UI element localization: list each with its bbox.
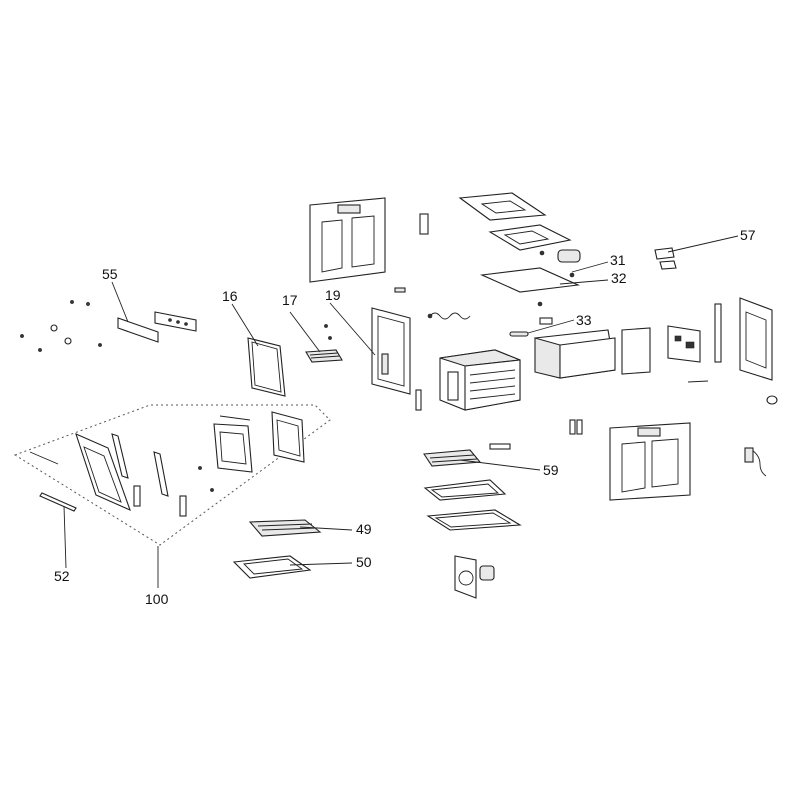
drip-tray: [426, 509, 522, 531]
callout-32: 32: [611, 270, 627, 286]
callout-100: 100: [145, 591, 169, 607]
part-17-grill: [305, 349, 343, 363]
part-57-insulation: [654, 247, 677, 270]
small-bracket: [419, 213, 429, 235]
part-100-door-assembly: [13, 404, 331, 546]
part-59-grill-rack: [423, 443, 511, 467]
side-insulation-panel: [621, 327, 651, 375]
insulation-box: [534, 329, 616, 379]
small-rod: [687, 380, 709, 383]
part-49-wire-rack: [248, 519, 322, 537]
callout-50: 50: [356, 554, 372, 570]
top-cover-plate: [458, 192, 547, 221]
side-rail: [714, 303, 722, 363]
part-19-inner-frame: [371, 307, 422, 411]
part-50-baking-tray: [232, 555, 312, 579]
part-16-door-glass: [247, 337, 286, 397]
callout-33: 33: [576, 312, 592, 328]
part-31-motor: [539, 249, 581, 278]
part-32-plate: [479, 267, 581, 293]
callout-49: 49: [356, 521, 372, 537]
oven-cavity: [439, 349, 521, 411]
right-side-panel: [739, 297, 773, 381]
leader-lines: [63, 235, 739, 588]
small-parts-center: [324, 287, 406, 340]
part-55-control-panel: [117, 311, 197, 343]
callout-16: 16: [222, 288, 238, 304]
callout-19: 19: [325, 287, 341, 303]
callout-17: 17: [282, 292, 298, 308]
fan-assembly: [454, 555, 495, 599]
callout-31: 31: [610, 252, 626, 268]
callout-55: 55: [102, 266, 118, 282]
back-panel-lower: [609, 422, 691, 501]
control-board: [667, 325, 701, 363]
heating-element: [427, 312, 471, 320]
part-52-door-strip: [39, 492, 77, 512]
knobs-and-screws-left: [20, 300, 102, 352]
shelf-rack: [423, 479, 507, 501]
fan-cover-plate: [488, 224, 572, 251]
knob-right: [766, 395, 778, 405]
back-panel-top: [309, 197, 386, 283]
callout-59: 59: [543, 462, 559, 478]
callout-52: 52: [54, 568, 70, 584]
power-cord: [744, 447, 767, 477]
hinge-pair: [569, 419, 583, 435]
part-33-sensor: [509, 301, 553, 337]
callout-57: 57: [740, 227, 756, 243]
